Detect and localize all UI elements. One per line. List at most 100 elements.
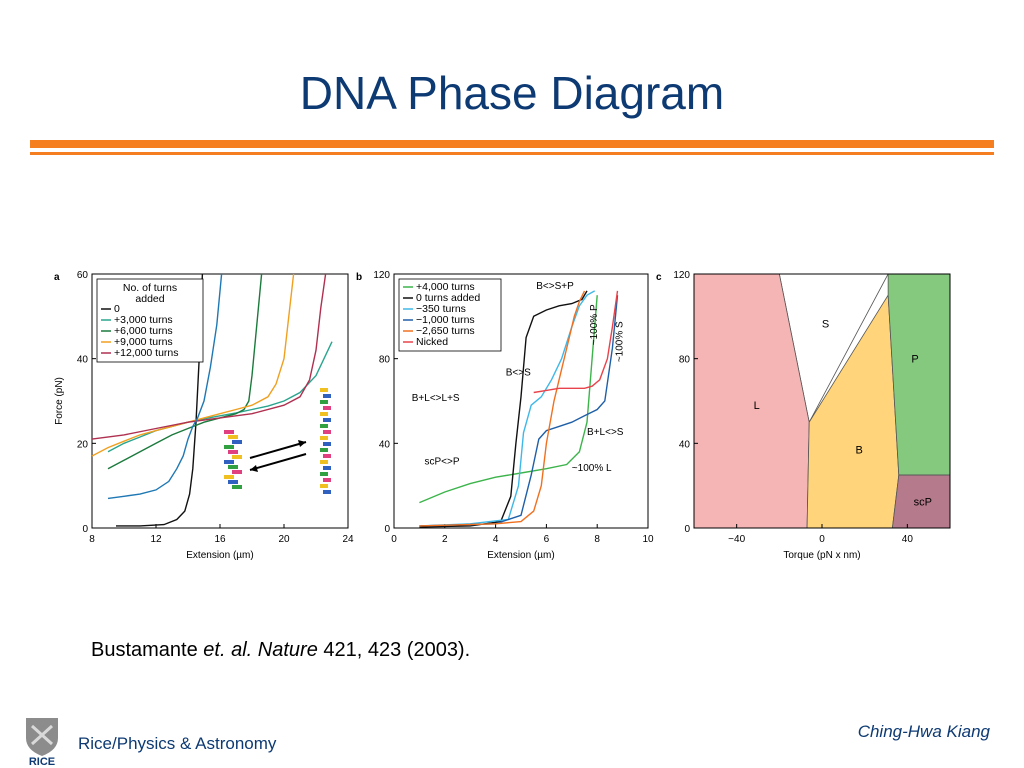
panel-c-letter: c <box>656 272 662 283</box>
legend-entry: 0 turns added <box>416 292 480 304</box>
x-tick-label: 4 <box>493 534 499 545</box>
citation-ref: 421, 423 (2003). <box>323 639 471 661</box>
annotation-label: scP<>P <box>424 457 459 468</box>
dna-stretched-segment <box>323 466 331 470</box>
panel-b-frame <box>393 273 649 529</box>
legend-entry: Nicked <box>416 336 448 348</box>
dna-stretched-segment <box>323 394 331 398</box>
citation: Bustamante et. al. Nature 421, 423 (2003… <box>91 639 470 662</box>
dna-coil-segment <box>232 455 242 459</box>
dna-stretched-segment <box>320 388 328 392</box>
dna-stretched-segment <box>320 424 328 428</box>
annotation-label: ~100% L <box>572 463 612 474</box>
legend-entry: +3,000 turns <box>114 314 173 326</box>
y-tick-label: 80 <box>679 355 691 366</box>
x-tick-label: 16 <box>214 534 226 545</box>
phase-label-s: S <box>822 318 829 330</box>
panel-a-letter: a <box>54 272 60 283</box>
legend-entry: +9,000 turns <box>114 336 173 348</box>
x-tick-label: 8 <box>594 534 600 545</box>
x-tick-label: 0 <box>819 534 825 545</box>
series-line-5 <box>107 273 223 500</box>
series-line-5 <box>533 290 619 394</box>
annotation-label: B<>S <box>506 368 531 379</box>
dna-stretched-segment <box>323 454 331 458</box>
series-line-3 <box>419 295 619 527</box>
y-tick-label: 80 <box>379 355 391 366</box>
annotation-label: B+L<>S <box>587 427 624 438</box>
x-tick-label: 12 <box>150 534 162 545</box>
x-axis-label: Torque (pN x nm) <box>783 550 860 561</box>
y-tick-label: 60 <box>77 270 89 281</box>
annotation-label: ~100% S <box>615 321 626 362</box>
rice-logo-text: RICE <box>29 756 55 766</box>
y-tick-label: 40 <box>679 439 691 450</box>
title-underline <box>30 140 994 148</box>
x-tick-label: −40 <box>728 534 745 545</box>
dna-stretched-segment <box>323 430 331 434</box>
phase-region-p <box>887 273 951 476</box>
dna-coil-segment <box>232 485 242 489</box>
panel-b-letter: b <box>356 272 362 283</box>
legend-title: added <box>135 293 164 305</box>
slide-title: DNA Phase Diagram <box>299 67 725 119</box>
dna-coil-segment <box>224 445 234 449</box>
dna-stretched-segment <box>323 418 331 422</box>
series-line-0 <box>116 273 204 527</box>
dna-coil-segment <box>232 440 242 444</box>
y-tick-label: 0 <box>684 524 690 535</box>
legend-entry: +6,000 turns <box>114 325 173 337</box>
y-tick-label: 40 <box>379 439 391 450</box>
rice-logo: RICE <box>26 718 58 766</box>
phase-label-b: B <box>855 445 862 457</box>
legend-box <box>96 278 204 363</box>
y-tick-label: 40 <box>77 355 89 366</box>
y-tick-label: 0 <box>384 524 390 535</box>
dna-stretched-segment <box>323 442 331 446</box>
dna-stretched-segment <box>320 472 328 476</box>
series-line-2 <box>107 273 263 470</box>
dna-stretched-segment <box>323 406 331 410</box>
x-tick-label: 24 <box>342 534 354 545</box>
dna-stretched-segment <box>323 478 331 482</box>
x-tick-label: 6 <box>544 534 550 545</box>
x-axis-label: Extension (µm) <box>487 550 554 561</box>
series-line-3 <box>91 273 295 457</box>
x-tick-label: 40 <box>902 534 914 545</box>
dna-stretched-segment <box>320 484 328 488</box>
dna-stretched-segment <box>320 448 328 452</box>
dna-coil-segment <box>224 460 234 464</box>
series-line-1 <box>107 341 333 453</box>
x-tick-label: 10 <box>642 534 654 545</box>
arrow-stretch-head <box>298 440 306 447</box>
x-tick-label: 8 <box>89 534 95 545</box>
legend-box <box>398 278 502 352</box>
title-underline-thin <box>30 152 994 155</box>
citation-author: Bustamante <box>91 639 198 661</box>
footer-organization: Rice/Physics & Astronomy <box>78 734 277 753</box>
dna-coil-segment <box>224 430 234 434</box>
series-line-0 <box>419 295 598 504</box>
legend-title: No. of turns <box>123 282 177 294</box>
dna-stretched-segment <box>320 436 328 440</box>
arrow-relax-head <box>250 465 258 472</box>
dna-coil-segment <box>228 435 238 439</box>
dna-coil-segment <box>224 475 234 479</box>
series-line-4 <box>91 273 327 440</box>
x-axis-label: Extension (µm) <box>186 550 253 561</box>
y-tick-label: 20 <box>77 439 89 450</box>
x-tick-label: 0 <box>391 534 397 545</box>
slide-author: Ching-Hwa Kiang <box>857 722 990 741</box>
annotation-label: ~100% P <box>589 304 600 345</box>
legend-entry: −2,650 turns <box>416 325 475 337</box>
dna-stretched-segment <box>320 460 328 464</box>
citation-journal: Nature <box>257 639 318 661</box>
dna-coil-segment <box>232 470 242 474</box>
y-tick-label: 120 <box>373 270 390 281</box>
phase-label-p: P <box>911 354 918 366</box>
y-tick-label: 0 <box>82 524 88 535</box>
arrow-relax <box>249 453 307 471</box>
